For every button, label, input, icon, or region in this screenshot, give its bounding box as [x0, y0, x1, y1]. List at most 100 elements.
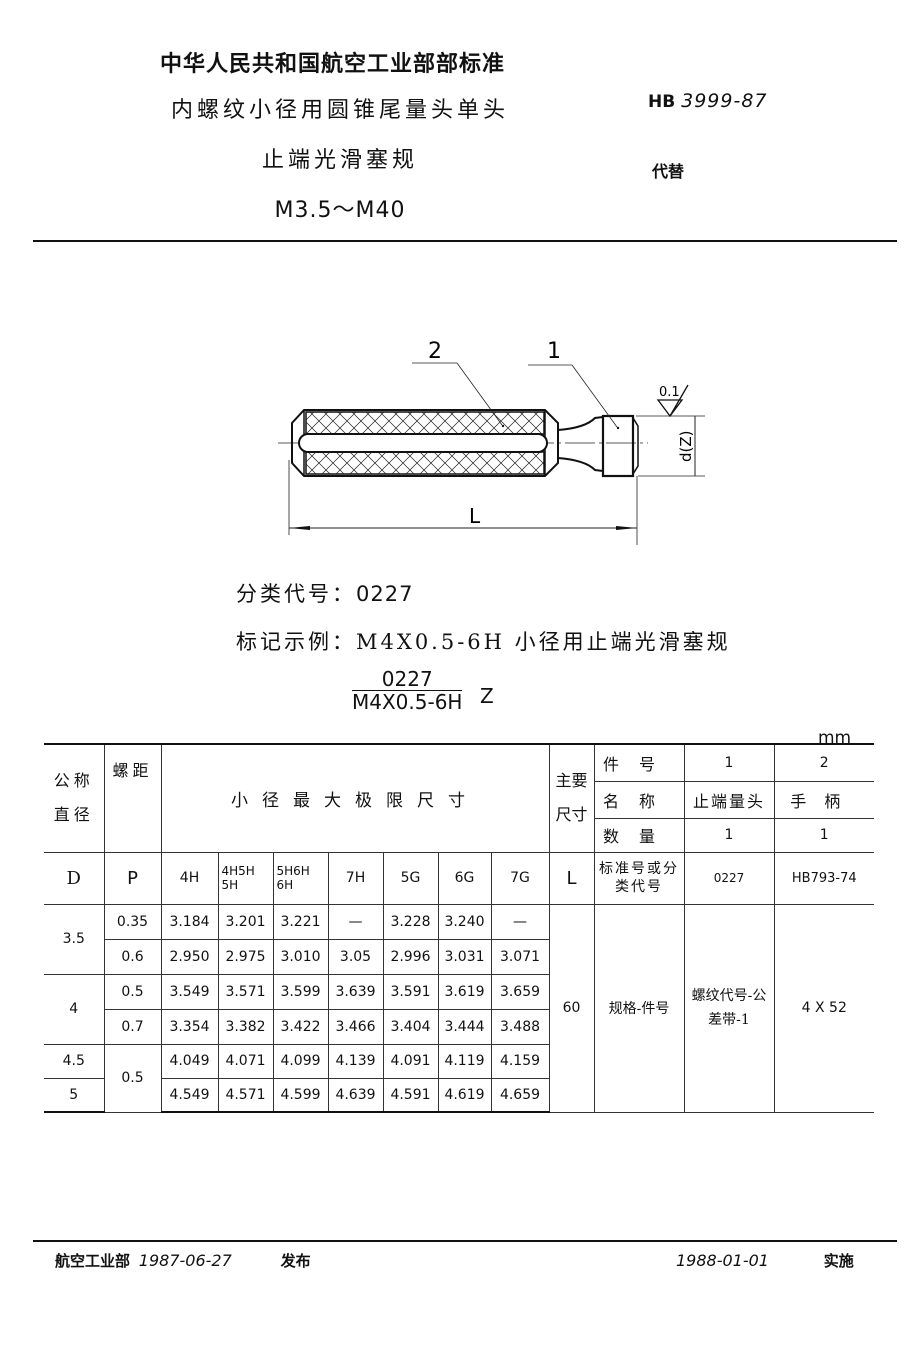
cell-value: —	[327, 903, 384, 940]
part1-std: 0227	[683, 851, 775, 905]
cell-value: 3.201	[217, 903, 274, 940]
marking-value: M4X0.5-6H 小径用止端光滑塞规	[356, 630, 731, 654]
effective-label: 实施	[823, 1252, 854, 1270]
header-class-6G: 6G	[437, 851, 492, 905]
marking-line: 标记示例：M4X0.5-6H 小径用止端光滑塞规	[236, 626, 731, 656]
header-part-no: 件号	[593, 743, 685, 782]
knurl-upper	[305, 411, 545, 435]
document-title-line-2: 止端光滑塞规	[261, 148, 418, 173]
cell-value: 2.975	[217, 938, 274, 975]
cell-value: 3.184	[160, 903, 219, 940]
table-row: 3.5 0.35 3.184 3.201 3.221 — 3.228 3.240…	[44, 903, 874, 1113]
cell-value: 4.549	[160, 1077, 219, 1113]
header-class-5H6H: 5H6H 6H	[272, 851, 329, 905]
table-row: 5 4.549 4.571 4.599 4.639 4.591 4.619 4.…	[44, 1077, 874, 1113]
cell-value: 4.659	[490, 1077, 550, 1113]
header-class-4H5H: 4H5H 5H	[217, 851, 274, 905]
issuer: 航空工业部	[55, 1252, 131, 1270]
header-class-7G: 7G	[490, 851, 550, 905]
header-pitch: 螺距	[103, 743, 162, 853]
header-std-no: 标准号或分类代号	[593, 851, 685, 905]
cell-value: 2.996	[382, 938, 439, 975]
cell-P: 0.7	[103, 1008, 162, 1045]
classification-line: 分类代号：0227	[236, 578, 413, 608]
cell-value: 3.619	[437, 973, 492, 1010]
cell-value: 4.139	[327, 1043, 384, 1079]
table-row: 0.6 2.950 2.975 3.010 3.05 2.996 3.031 3…	[44, 938, 874, 975]
cell-value: 3.549	[160, 973, 219, 1010]
cell-value: 3.571	[217, 973, 274, 1010]
cell-value: 4.599	[272, 1077, 329, 1113]
part2-name: 手柄	[773, 780, 874, 819]
cell-value: 3.240	[437, 903, 492, 940]
cell-value: 4.119	[437, 1043, 492, 1079]
cell-value: 3.591	[382, 973, 439, 1010]
unit-label: mm	[818, 728, 852, 748]
cell-value: 3.382	[217, 1008, 274, 1045]
part1-qty: 1	[683, 817, 775, 853]
cell-value: 2.950	[160, 938, 219, 975]
part2-std: HB793-74	[773, 851, 874, 905]
callout-1: 1	[547, 339, 561, 364]
leader-1	[571, 364, 618, 428]
issue-label: 发布	[280, 1252, 311, 1270]
gauge-head	[601, 414, 635, 478]
header-class-5G: 5G	[382, 851, 439, 905]
callout-2: 2	[428, 339, 442, 364]
cell-value: 4.619	[437, 1077, 492, 1113]
gauge-neck	[557, 416, 604, 472]
header-D: D	[44, 851, 105, 905]
header-nominal-diameter: 公称直径	[44, 743, 105, 853]
standard-code: 3999-87	[681, 90, 768, 112]
dimension-table: 公称直径 螺距 小径最大极限尺寸 主要尺寸 件号 1 2 名称 止端量头 手柄 …	[44, 743, 874, 1113]
part1-name: 止端量头	[683, 780, 775, 819]
header-main-dim: 主要尺寸	[548, 743, 595, 853]
classification-value: 0227	[356, 582, 414, 606]
header-name: 名称	[593, 780, 685, 819]
knurl-lower	[305, 451, 545, 475]
cell-value: 3.444	[437, 1008, 492, 1045]
colon: ：	[332, 630, 356, 654]
cell-value: 4.099	[272, 1043, 329, 1079]
header-divider	[33, 240, 897, 242]
cell-part2-marking: 4 X 52	[773, 903, 874, 1113]
table-row: 0.7 3.354 3.382 3.422 3.466 3.404 3.444 …	[44, 1008, 874, 1045]
table-row: 4.5 0.5 4.049 4.071 4.099 4.139 4.091 4.…	[44, 1043, 874, 1113]
cell-spec-part: 规格-件号	[593, 903, 685, 1113]
header-qty: 数量	[593, 817, 685, 853]
marking-fraction: 0227 M4X0.5-6H	[352, 668, 463, 714]
footer-effective: 1988-01-01 实施	[676, 1250, 854, 1271]
footer-issue: 航空工业部 1987-06-27 发布	[55, 1250, 311, 1271]
cell-value: 3.05	[327, 938, 384, 975]
part2-qty: 1	[773, 817, 874, 853]
cell-value: 4.591	[382, 1077, 439, 1113]
cell-value: 4.071	[217, 1043, 274, 1079]
cell-D: 4	[44, 973, 105, 1045]
document-title-line-3: M3.5～M40	[274, 198, 406, 223]
header-class-7H: 7H	[327, 851, 384, 905]
cell-value: 4.639	[327, 1077, 384, 1113]
plug-gauge-drawing: 2 1 0.1 d(Z) L	[278, 339, 705, 545]
cell-value: 3.221	[272, 903, 329, 940]
cell-value: 4.049	[160, 1043, 219, 1079]
cell-value: 3.010	[272, 938, 329, 975]
replaces-label: 代替	[652, 162, 685, 181]
fraction-numerator: 0227	[352, 668, 463, 691]
cell-D: 3.5	[44, 903, 105, 975]
header-P: P	[103, 851, 162, 905]
classification-label: 分类代号	[236, 582, 332, 606]
marking-label: 标记示例	[236, 630, 332, 654]
cell-value: 4.571	[217, 1077, 274, 1113]
cell-value: 3.404	[382, 1008, 439, 1045]
roughness-symbol	[656, 384, 689, 418]
cell-D: 5	[44, 1077, 105, 1113]
fraction-denominator: M4X0.5-6H	[352, 690, 463, 714]
issue-date: 1987-06-27	[138, 1251, 232, 1270]
footer-divider	[33, 1240, 897, 1242]
cell-part1-marking: 螺纹代号-公差带-1	[683, 903, 775, 1113]
organization-title: 中华人民共和国航空工业部部标准	[160, 52, 506, 77]
cell-P: 0.5	[103, 973, 162, 1010]
part2-no: 2	[773, 743, 874, 782]
colon: ：	[332, 582, 356, 606]
cell-value: 3.422	[272, 1008, 329, 1045]
